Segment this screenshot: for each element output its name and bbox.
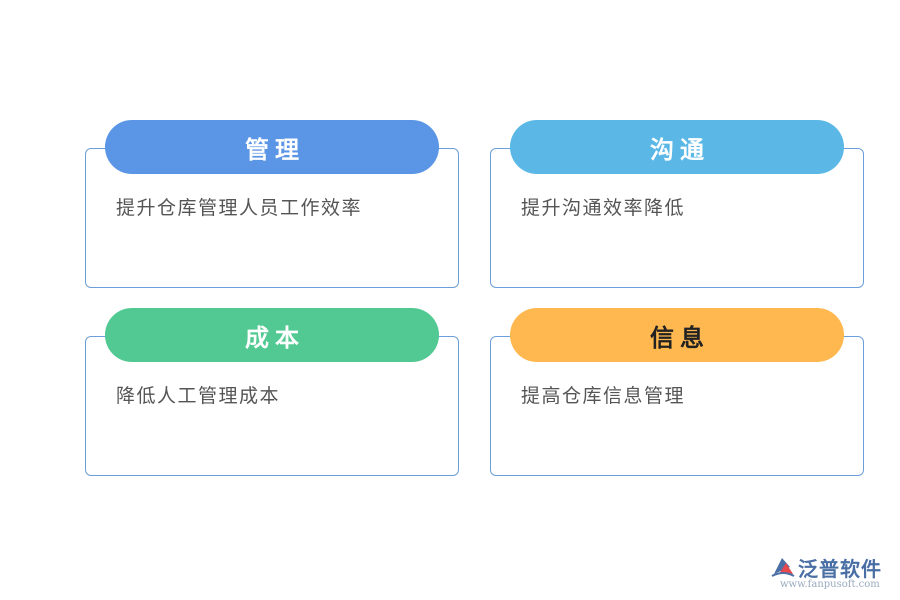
brand-watermark: 泛普软件 www.fanpusoft.com [770,552,895,592]
brand-name: 泛普软件 [798,557,882,581]
cost-title: 成本 [245,323,305,352]
pill-management-title: 管理 [105,120,439,174]
card-cost-text: 降低人工管理成本 [116,385,281,407]
communication-title: 沟通 [650,135,710,164]
management-title: 管理 [245,135,305,164]
brand-url: www.fanpusoft.com [780,579,880,590]
card-communication-text: 提升沟通效率降低 [521,197,686,219]
pill-information-title: 信息 [510,308,844,362]
card-information-text: 提高仓库信息管理 [521,385,686,407]
information-title: 信息 [650,323,710,352]
fanpu-logo-icon [771,558,795,577]
card-management-text: 提升仓库管理人员工作效率 [116,197,363,219]
pill-communication-title: 沟通 [510,120,844,174]
pill-cost-title: 成本 [105,308,439,362]
